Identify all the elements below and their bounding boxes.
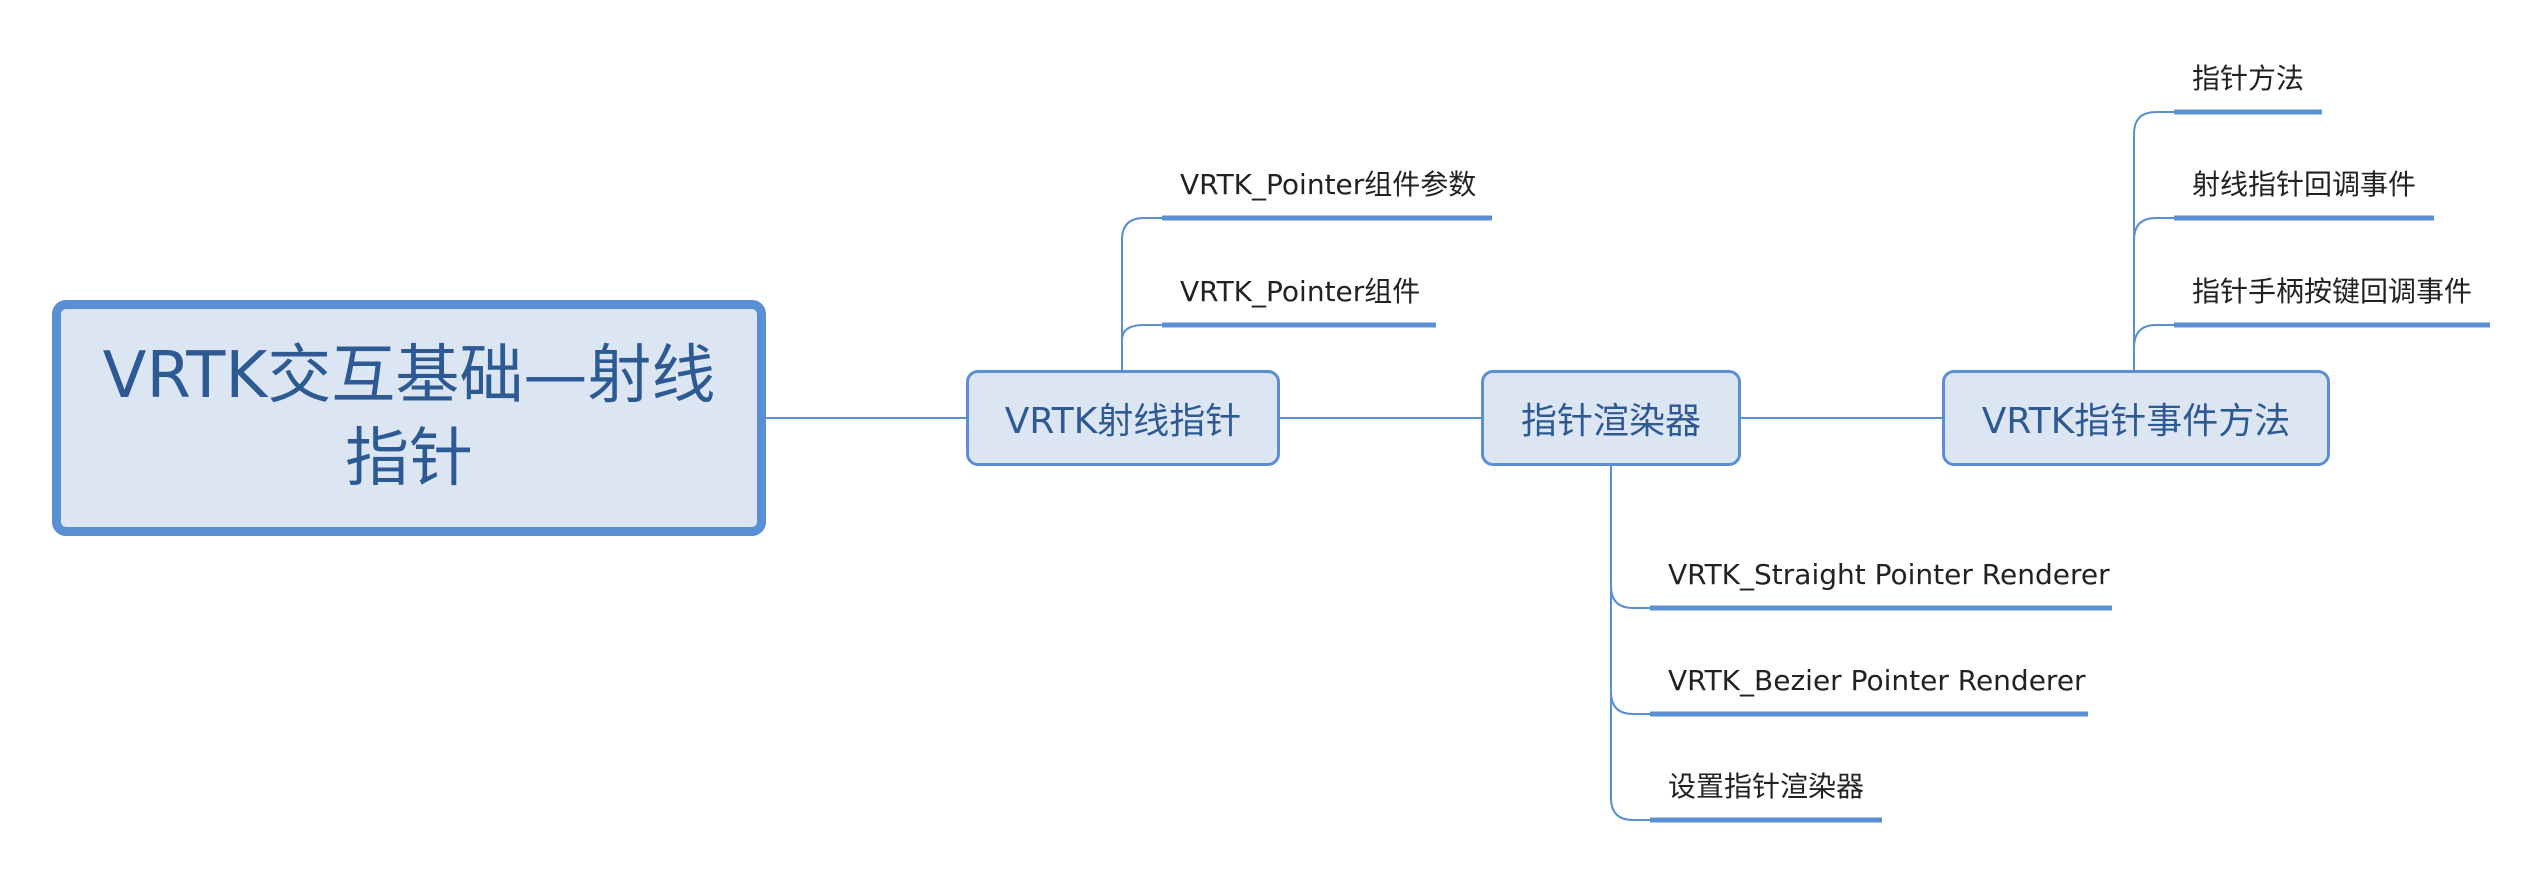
subtopic-pointer-methods[interactable]: 指针方法 <box>2192 62 2305 95</box>
branch-topic2 <box>1610 466 1650 821</box>
subtopic-button-callbacks[interactable]: 指针手柄按键回调事件 <box>2192 275 2473 308</box>
subtopic-set-renderer[interactable]: 设置指针渲染器 <box>1668 770 1865 803</box>
subtopic-ray-callbacks[interactable]: 射线指针回调事件 <box>2192 168 2417 201</box>
subtopic-bezier-renderer[interactable]: VRTK_Bezier Pointer Renderer <box>1668 664 2086 697</box>
topic-pointer-events[interactable]: VRTK指针事件方法 <box>1942 370 2330 466</box>
root-topic-label: VRTK交互基础—射线指针 <box>102 338 716 496</box>
topic-label: VRTK指针事件方法 <box>1981 401 2291 442</box>
branch-topic3 <box>2133 111 2174 370</box>
topic-pointer-renderer[interactable]: 指针渲染器 <box>1481 370 1741 466</box>
root-topic[interactable]: VRTK交互基础—射线指针 <box>52 300 766 536</box>
topic-label: 指针渲染器 <box>1520 401 1701 442</box>
topic-vrtk-pointer[interactable]: VRTK射线指针 <box>966 370 1280 466</box>
subtopic-straight-renderer[interactable]: VRTK_Straight Pointer Renderer <box>1668 558 2110 591</box>
branch-topic1 <box>1121 217 1162 370</box>
subtopic-pointer-component[interactable]: VRTK_Pointer组件 <box>1180 275 1421 308</box>
subtopic-pointer-params[interactable]: VRTK_Pointer组件参数 <box>1180 168 1477 201</box>
topic-label: VRTK射线指针 <box>1004 401 1242 442</box>
